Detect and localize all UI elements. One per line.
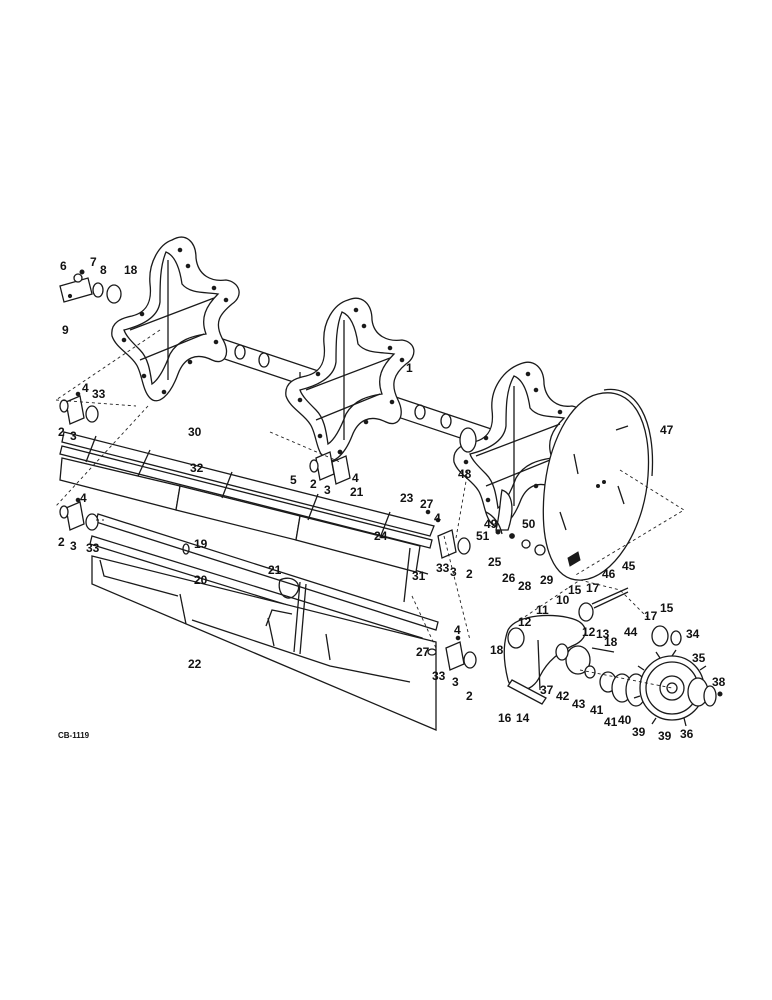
callout-7: 7 — [90, 255, 97, 269]
leader-lines — [55, 329, 685, 689]
callout-6: 6 — [60, 259, 67, 273]
callout-34: 34 — [686, 627, 700, 641]
callout-4-b: 4 — [352, 471, 359, 485]
callout-2-d: 2 — [466, 567, 473, 581]
callout-41-b: 41 — [604, 715, 618, 729]
reel-spider-left — [111, 236, 240, 402]
callout-27-b: 27 — [416, 645, 430, 659]
callout-24: 24 — [374, 529, 388, 543]
end-disc-47 — [542, 388, 654, 581]
callout-46: 46 — [602, 567, 616, 581]
callout-28: 28 — [518, 579, 532, 593]
callout-3-c: 3 — [70, 539, 77, 553]
callout-22: 22 — [188, 657, 202, 671]
callout-37: 37 — [540, 683, 554, 697]
callout-44: 44 — [624, 625, 638, 639]
callout-31: 31 — [412, 569, 426, 583]
callout-15-b: 15 — [660, 601, 674, 615]
guard-22 — [91, 555, 437, 731]
callout-9: 9 — [62, 323, 69, 337]
callout-21-b: 21 — [268, 563, 282, 577]
callout-26: 26 — [502, 571, 516, 585]
callout-39-b: 39 — [658, 729, 672, 743]
callout-12-b: 12 — [582, 625, 596, 639]
bearing-group-mid — [309, 449, 351, 485]
callout-21-a: 21 — [350, 485, 364, 499]
callout-2-a: 2 — [58, 425, 65, 439]
callout-3-e: 3 — [452, 675, 459, 689]
callout-30: 30 — [188, 425, 202, 439]
left-bearing-parts — [59, 269, 122, 304]
arm-48 — [485, 489, 546, 556]
callout-48: 48 — [458, 467, 472, 481]
callout-4-a: 4 — [82, 381, 89, 395]
callout-labels: 6 7 8 18 9 1 47 4 33 2 3 30 32 5 2 3 4 2… — [58, 255, 726, 743]
callout-33-a: 33 — [92, 387, 106, 401]
callout-18: 18 — [124, 263, 138, 277]
callout-42: 42 — [556, 689, 570, 703]
callout-13: 13 — [596, 627, 610, 641]
drive-assembly — [503, 587, 723, 727]
callout-4-d: 4 — [80, 491, 87, 505]
callout-3-b: 3 — [324, 483, 331, 497]
callout-32: 32 — [190, 461, 204, 475]
callout-33-d: 33 — [432, 669, 446, 683]
callout-2-c: 2 — [58, 535, 65, 549]
reel-spider-middle — [285, 297, 415, 462]
bearing-group-right — [425, 509, 471, 559]
callout-41-a: 41 — [590, 703, 604, 717]
callout-49: 49 — [484, 517, 498, 531]
callout-45: 45 — [622, 559, 636, 573]
callout-50: 50 — [522, 517, 536, 531]
callout-27-a: 27 — [420, 497, 434, 511]
callout-20: 20 — [194, 573, 208, 587]
callout-40: 40 — [618, 713, 632, 727]
callout-16: 16 — [498, 711, 512, 725]
callout-33-b: 33 — [86, 541, 100, 555]
callout-29: 29 — [540, 573, 554, 587]
callout-51: 51 — [476, 529, 490, 543]
callout-38: 38 — [712, 675, 726, 689]
callout-47: 47 — [660, 423, 674, 437]
figure-code: CB-1119 — [58, 731, 90, 740]
callout-19: 19 — [194, 537, 208, 551]
callout-36: 36 — [680, 727, 694, 741]
bearing-group-left-lower — [59, 497, 99, 531]
callout-2-e: 2 — [466, 689, 473, 703]
callout-5-a: 5 — [290, 473, 297, 487]
callout-17-a: 17 — [586, 581, 600, 595]
callout-10: 10 — [556, 593, 570, 607]
callout-43: 43 — [572, 697, 586, 711]
callout-4-e: 4 — [454, 623, 461, 637]
callout-18-c: 18 — [490, 643, 504, 657]
bearing-group-left-upper — [59, 391, 99, 425]
callout-2-b: 2 — [310, 477, 317, 491]
callout-17-b: 17 — [644, 609, 658, 623]
callout-25: 25 — [488, 555, 502, 569]
callout-3-d: 3 — [450, 565, 457, 579]
callout-14: 14 — [516, 711, 530, 725]
callout-33-c: 33 — [436, 561, 450, 575]
callout-18-b: 18 — [604, 635, 618, 649]
callout-35: 35 — [692, 651, 706, 665]
callout-11: 11 — [536, 603, 549, 617]
callout-15-a: 15 — [568, 583, 582, 597]
callout-8: 8 — [100, 263, 107, 277]
callout-23: 23 — [400, 491, 414, 505]
bearing-group-bottom — [427, 635, 477, 671]
callout-12-a: 12 — [518, 615, 532, 629]
callout-3-a: 3 — [70, 429, 77, 443]
callout-4-c: 4 — [434, 511, 441, 525]
callout-1: 1 — [406, 361, 413, 375]
callout-39-a: 39 — [632, 725, 646, 739]
tube-assembly-30 — [59, 431, 435, 603]
